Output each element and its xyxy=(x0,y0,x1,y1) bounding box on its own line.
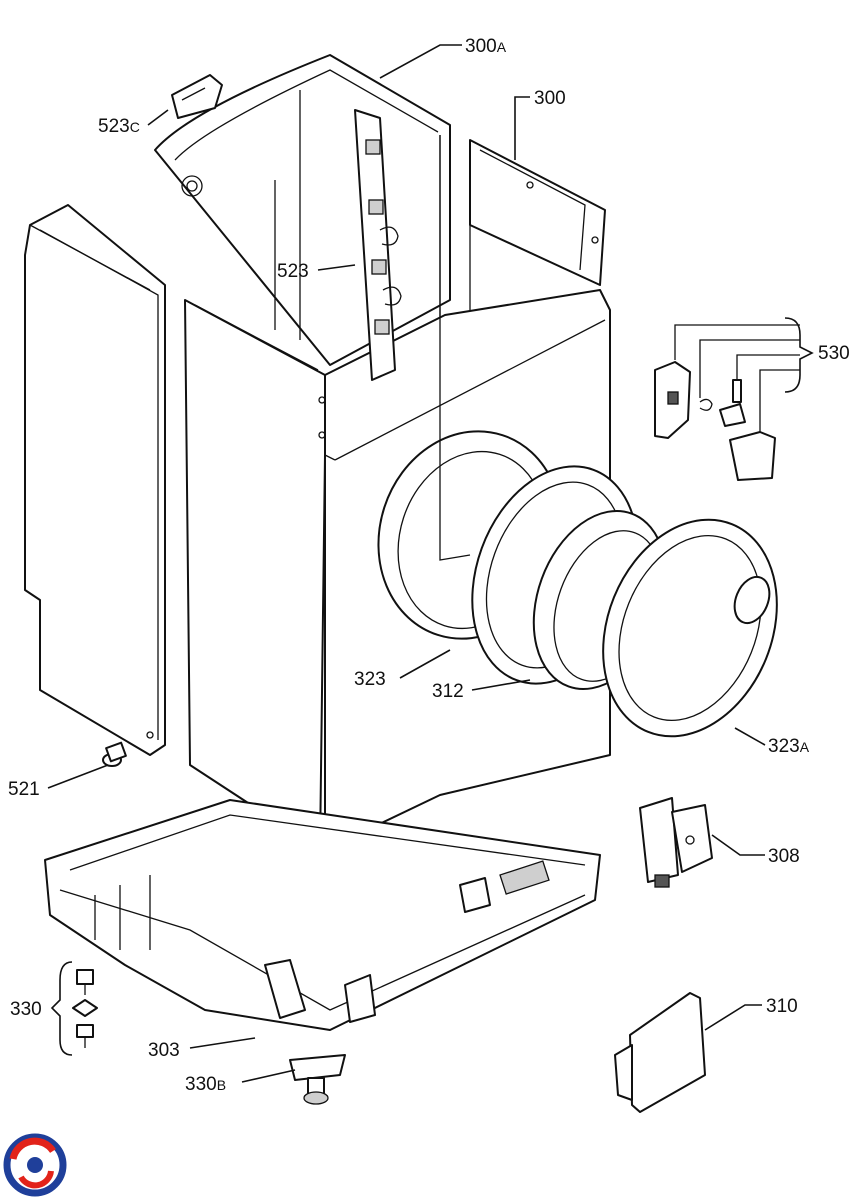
label-323: 323 xyxy=(354,669,386,690)
door-interlock-308 xyxy=(639,797,713,888)
label-312: 312 xyxy=(432,681,464,702)
label-310: 310 xyxy=(766,996,798,1017)
door-ring-323A xyxy=(602,518,778,738)
leader-330 xyxy=(50,961,73,1056)
clip-523C xyxy=(171,74,223,119)
leader-310 xyxy=(704,1004,762,1031)
leader-312 xyxy=(471,679,531,691)
leader-300A xyxy=(379,44,462,79)
leader-521 xyxy=(47,764,109,789)
cabinet-left-side-panel xyxy=(24,204,166,756)
label-521: 521 xyxy=(8,779,40,800)
leader-303 xyxy=(189,1037,256,1049)
label-523: 523 xyxy=(277,261,309,282)
door-lock-kit-530 xyxy=(654,324,800,481)
leader-530 xyxy=(784,317,814,393)
screw-kit-330 xyxy=(72,969,98,1048)
label-330B: 330B xyxy=(185,1074,226,1095)
leader-300 xyxy=(514,96,530,160)
filter-flap-310 xyxy=(614,992,706,1113)
label-303: 303 xyxy=(148,1040,180,1061)
label-530: 530 xyxy=(818,343,850,364)
screw-521 xyxy=(102,741,127,767)
leader-330B xyxy=(241,1069,296,1083)
leader-lines xyxy=(47,44,814,1083)
part-labels: 300A 300 523C 523 530 323 312 323A 521 3… xyxy=(8,36,850,1095)
leader-323 xyxy=(399,649,451,679)
label-323A: 323A xyxy=(768,736,810,757)
brand-logo xyxy=(3,1133,67,1197)
leader-523C xyxy=(147,109,169,126)
label-308: 308 xyxy=(768,846,800,867)
base-frame-303 xyxy=(44,799,601,1031)
foot-330B xyxy=(289,1054,346,1105)
cabinet-front-panel xyxy=(324,135,611,851)
cabinet-side-panel-right xyxy=(184,299,326,851)
label-330: 330 xyxy=(10,999,42,1020)
label-300: 300 xyxy=(534,88,566,109)
leader-308 xyxy=(711,834,765,856)
leader-323A xyxy=(734,727,766,746)
rear-panel-rail-523 xyxy=(354,109,402,381)
label-300A: 300A xyxy=(465,36,507,57)
leader-523 xyxy=(317,264,356,271)
label-523C: 523C xyxy=(98,116,140,137)
